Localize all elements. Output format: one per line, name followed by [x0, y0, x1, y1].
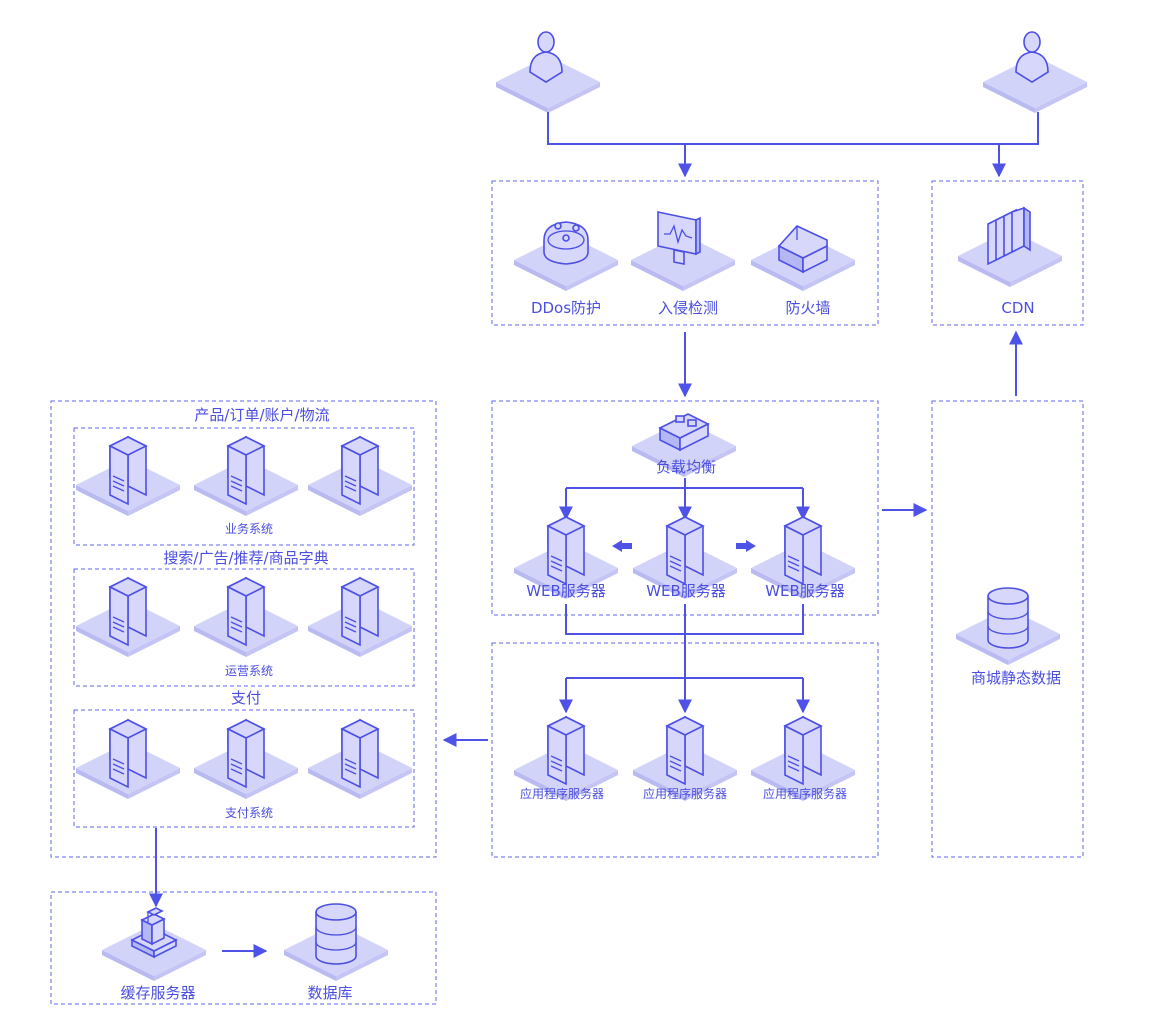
router-icon — [658, 413, 710, 452]
pay-server-1 — [76, 719, 180, 799]
firewall-node: 防火墙 — [751, 225, 855, 317]
load-balancer-node: 负载均衡 — [632, 413, 736, 477]
ops-title: 搜索/广告/推荐/商品字典 — [163, 549, 328, 567]
app-server-left: 应用程序服务器 — [514, 716, 618, 801]
app-server-label: 应用程序服务器 — [643, 786, 727, 801]
user-right — [983, 31, 1087, 113]
cdn-label: CDN — [1001, 299, 1034, 317]
cache-server-node: 缓存服务器 — [102, 907, 206, 1002]
user-icon — [529, 31, 563, 83]
static-data-box — [931, 400, 1084, 858]
web-server-left: WEB服务器 — [514, 516, 618, 600]
web-server-right: WEB服务器 — [751, 516, 855, 600]
user-connector — [547, 112, 1039, 145]
ids-label: 入侵检测 — [658, 299, 718, 317]
static-data-label: 商城静态数据 — [971, 669, 1061, 687]
pay-system-box — [73, 709, 415, 828]
web-server-center: WEB服务器 — [633, 516, 737, 600]
pay-server-2 — [194, 719, 298, 799]
business-server-3 — [308, 436, 412, 516]
pay-server-3 — [308, 719, 412, 799]
storage-box — [50, 891, 437, 1005]
cdn-group-box — [931, 180, 1084, 326]
ops-server-2 — [194, 577, 298, 657]
security-group-box — [491, 180, 879, 326]
load-balancer-label: 负载均衡 — [656, 458, 716, 476]
thick-arrow-right-icon — [736, 540, 756, 552]
app-server-right: 应用程序服务器 — [751, 716, 855, 801]
ids-node: 入侵检测 — [631, 211, 735, 317]
ddos-node: DDos防护 — [514, 221, 618, 317]
business-system-box — [73, 427, 415, 546]
web-server-label: WEB服务器 — [526, 582, 606, 600]
books-icon — [987, 206, 1031, 266]
web-server-label: WEB服务器 — [765, 582, 845, 600]
database-icon — [315, 903, 357, 965]
web-server-label: WEB服务器 — [646, 582, 726, 600]
business-systems-box — [50, 400, 437, 858]
cdn-node: CDN — [958, 206, 1062, 317]
app-server-center: 应用程序服务器 — [633, 716, 737, 801]
database-icon — [987, 587, 1029, 649]
ddos-label: DDos防护 — [531, 299, 601, 317]
ops-server-1 — [76, 577, 180, 657]
ops-system-label: 运营系统 — [225, 664, 273, 678]
static-data-node: 商城静态数据 — [956, 587, 1061, 687]
ops-server-3 — [308, 577, 412, 657]
database-node: 数据库 — [284, 903, 388, 1002]
business-server-1 — [76, 436, 180, 516]
cache-server-label: 缓存服务器 — [120, 984, 195, 1002]
firewall-label: 防火墙 — [785, 299, 830, 317]
business-server-2 — [194, 436, 298, 516]
business-system-label: 业务系统 — [225, 521, 273, 536]
shield-icon — [543, 221, 589, 265]
app-server-label: 应用程序服务器 — [763, 786, 847, 801]
pay-system-label: 支付系统 — [225, 806, 273, 820]
ops-system-box — [73, 568, 415, 687]
thick-arrow-left-icon — [612, 540, 632, 552]
business-title: 产品/订单/账户/物流 — [194, 406, 329, 424]
app-server-label: 应用程序服务器 — [520, 786, 604, 801]
building-icon — [130, 907, 178, 959]
database-label: 数据库 — [307, 984, 352, 1002]
pay-title: 支付 — [231, 689, 261, 707]
firewall-icon — [777, 225, 828, 274]
monitor-icon — [657, 211, 701, 265]
user-icon — [1015, 31, 1049, 83]
user-left — [496, 31, 600, 113]
